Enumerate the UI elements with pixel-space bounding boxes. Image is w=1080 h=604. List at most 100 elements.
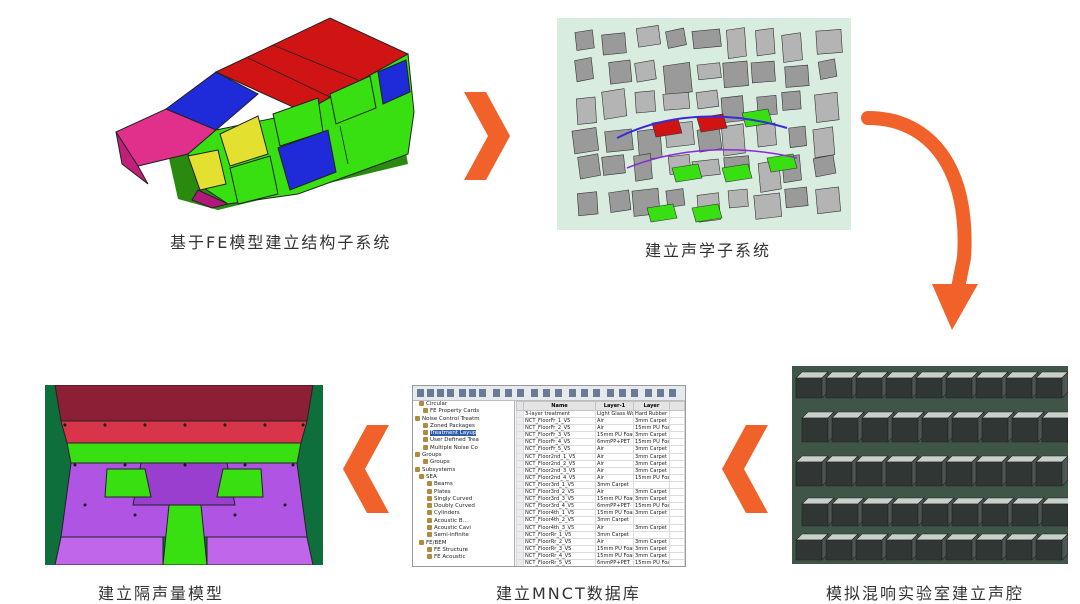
cavity-front [945, 461, 973, 487]
row-selector[interactable] [516, 445, 524, 454]
row-selector[interactable] [516, 516, 524, 525]
table-cell [633, 516, 670, 525]
row-selector[interactable] [516, 480, 524, 490]
folder-icon [423, 459, 428, 465]
acoustic-plate [815, 186, 842, 215]
table-cell: Air [595, 523, 634, 532]
table-cell-filler [669, 445, 685, 454]
row-selector[interactable] [516, 409, 524, 419]
tree-item[interactable]: Beams [413, 481, 514, 488]
floor-piece [646, 203, 678, 223]
acoustic-plate [662, 92, 691, 111]
tree-item[interactable]: Singly Curved [413, 495, 514, 503]
tree-item[interactable]: Plates [413, 488, 514, 496]
tree-item[interactable]: Doubly Curved [413, 503, 514, 510]
tree-item[interactable]: Multiple Noise Co [413, 444, 514, 452]
row-selector[interactable] [516, 466, 524, 475]
column-header[interactable]: Layer-1 [595, 401, 634, 411]
tree-item[interactable]: Cylinders [413, 510, 514, 517]
tree-item-label: SEA [426, 473, 437, 480]
tree-item[interactable]: FE/BEM [413, 539, 514, 547]
table-cell-filler [669, 502, 685, 511]
acoustic-plate [781, 32, 803, 63]
row-selector[interactable] [516, 551, 524, 560]
tree-item[interactable]: SEA [413, 473, 514, 481]
tree-item[interactable]: Groups [413, 459, 514, 466]
chevron-left-arrow-icon [722, 425, 768, 513]
cavity-front [1011, 417, 1039, 443]
tree-item[interactable]: FE Acoustic [413, 554, 514, 561]
row-selector[interactable] [516, 558, 524, 566]
row-selector[interactable] [516, 509, 524, 518]
row-selector[interactable] [516, 417, 524, 426]
tree-item[interactable]: Groups [413, 452, 514, 459]
acoustic-plate [601, 32, 627, 56]
table-cell: 15mm PU Foam [595, 495, 634, 504]
table-cell: 3mm Carpet [633, 431, 670, 440]
tree-item-label: Multiple Noise Co [430, 444, 478, 451]
row-selector[interactable] [516, 537, 524, 546]
tree-item[interactable]: Semi-infinite [413, 532, 514, 539]
tree-item[interactable]: Circular [413, 401, 514, 408]
tree-item[interactable]: FE Structure [413, 546, 514, 554]
tree-item-label: Semi-infinite [434, 532, 469, 539]
tree-item[interactable]: User Defined Trea [413, 437, 514, 444]
row-selector[interactable] [516, 544, 524, 553]
tree-item[interactable]: Zoned Packages [413, 422, 514, 430]
folder-icon [419, 401, 424, 406]
row-selector[interactable] [516, 473, 524, 482]
tree-item[interactable]: Subsystems [413, 466, 514, 474]
tree-item[interactable]: FE Property Cards [413, 408, 514, 415]
row-selector[interactable] [516, 459, 524, 468]
tree-item[interactable]: Acoustic B... [413, 517, 514, 525]
cavity-front [891, 417, 919, 443]
tree-item[interactable]: Noise Control Treatm [413, 415, 514, 423]
row-selector[interactable] [516, 431, 524, 440]
row-selector[interactable] [516, 488, 524, 497]
row-selector[interactable] [516, 495, 524, 504]
row-selector[interactable] [516, 530, 524, 539]
acoustic-plate [577, 153, 601, 180]
acoustic-plate [665, 27, 687, 49]
row-selector[interactable] [516, 438, 524, 447]
row-selector[interactable] [516, 523, 524, 532]
table-cell-filler [669, 409, 685, 419]
table-cell: Air [595, 424, 634, 433]
table-cell-filler [669, 417, 685, 426]
acoustic-plate [781, 90, 802, 111]
tree-item[interactable]: Treatment Layup [413, 430, 514, 437]
row-selector[interactable] [516, 452, 524, 461]
cavity-front [825, 377, 853, 399]
cavity-front [795, 377, 823, 399]
column-header[interactable]: Name [523, 401, 596, 411]
row-selector[interactable] [516, 424, 524, 433]
table-cell-filler [669, 537, 685, 546]
row-selector[interactable] [516, 502, 524, 511]
tree-item[interactable]: Acoustic Cavi [413, 525, 514, 532]
column-header[interactable]: Layer [633, 401, 670, 411]
